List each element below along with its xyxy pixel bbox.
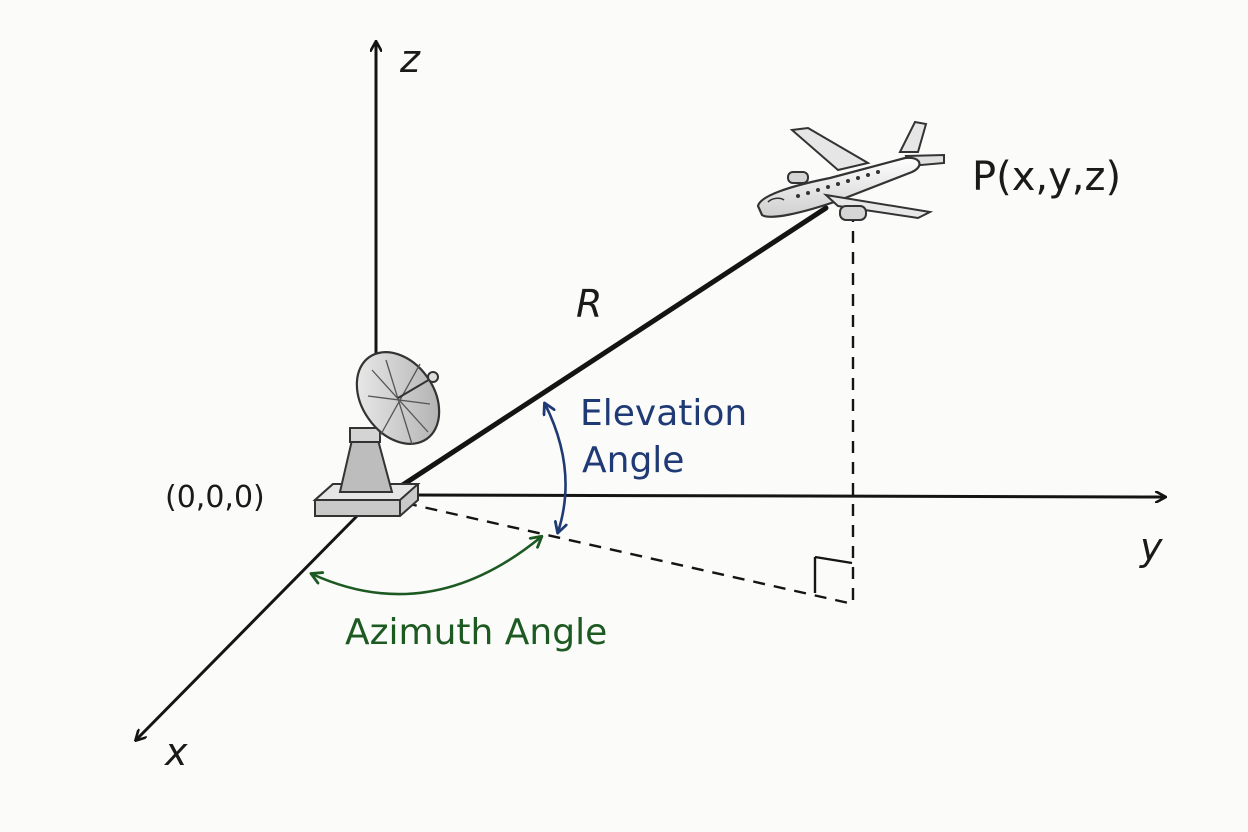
point-label: P(x,y,z) bbox=[972, 154, 1121, 200]
y-axis bbox=[409, 495, 1165, 497]
azimuth-arc bbox=[312, 537, 541, 596]
range-label: R bbox=[576, 282, 602, 326]
x-axis bbox=[136, 513, 360, 740]
z-axis-label: z bbox=[399, 37, 421, 81]
elevation-label-line2: Angle bbox=[582, 440, 684, 481]
range-line bbox=[392, 205, 829, 493]
elevation-label-line1: Elevation bbox=[580, 393, 747, 434]
y-axis-label: y bbox=[1139, 525, 1163, 569]
airplane-icon bbox=[756, 120, 945, 221]
x-axis-label: x bbox=[164, 730, 188, 774]
ground-projection-line bbox=[404, 501, 854, 606]
elevation-arc bbox=[545, 404, 566, 532]
right-angle-marker bbox=[813, 555, 853, 593]
radar-dish-icon bbox=[312, 351, 441, 517]
azimuth-label: Azimuth Angle bbox=[345, 612, 607, 653]
origin-label: (0,0,0) bbox=[165, 480, 265, 515]
